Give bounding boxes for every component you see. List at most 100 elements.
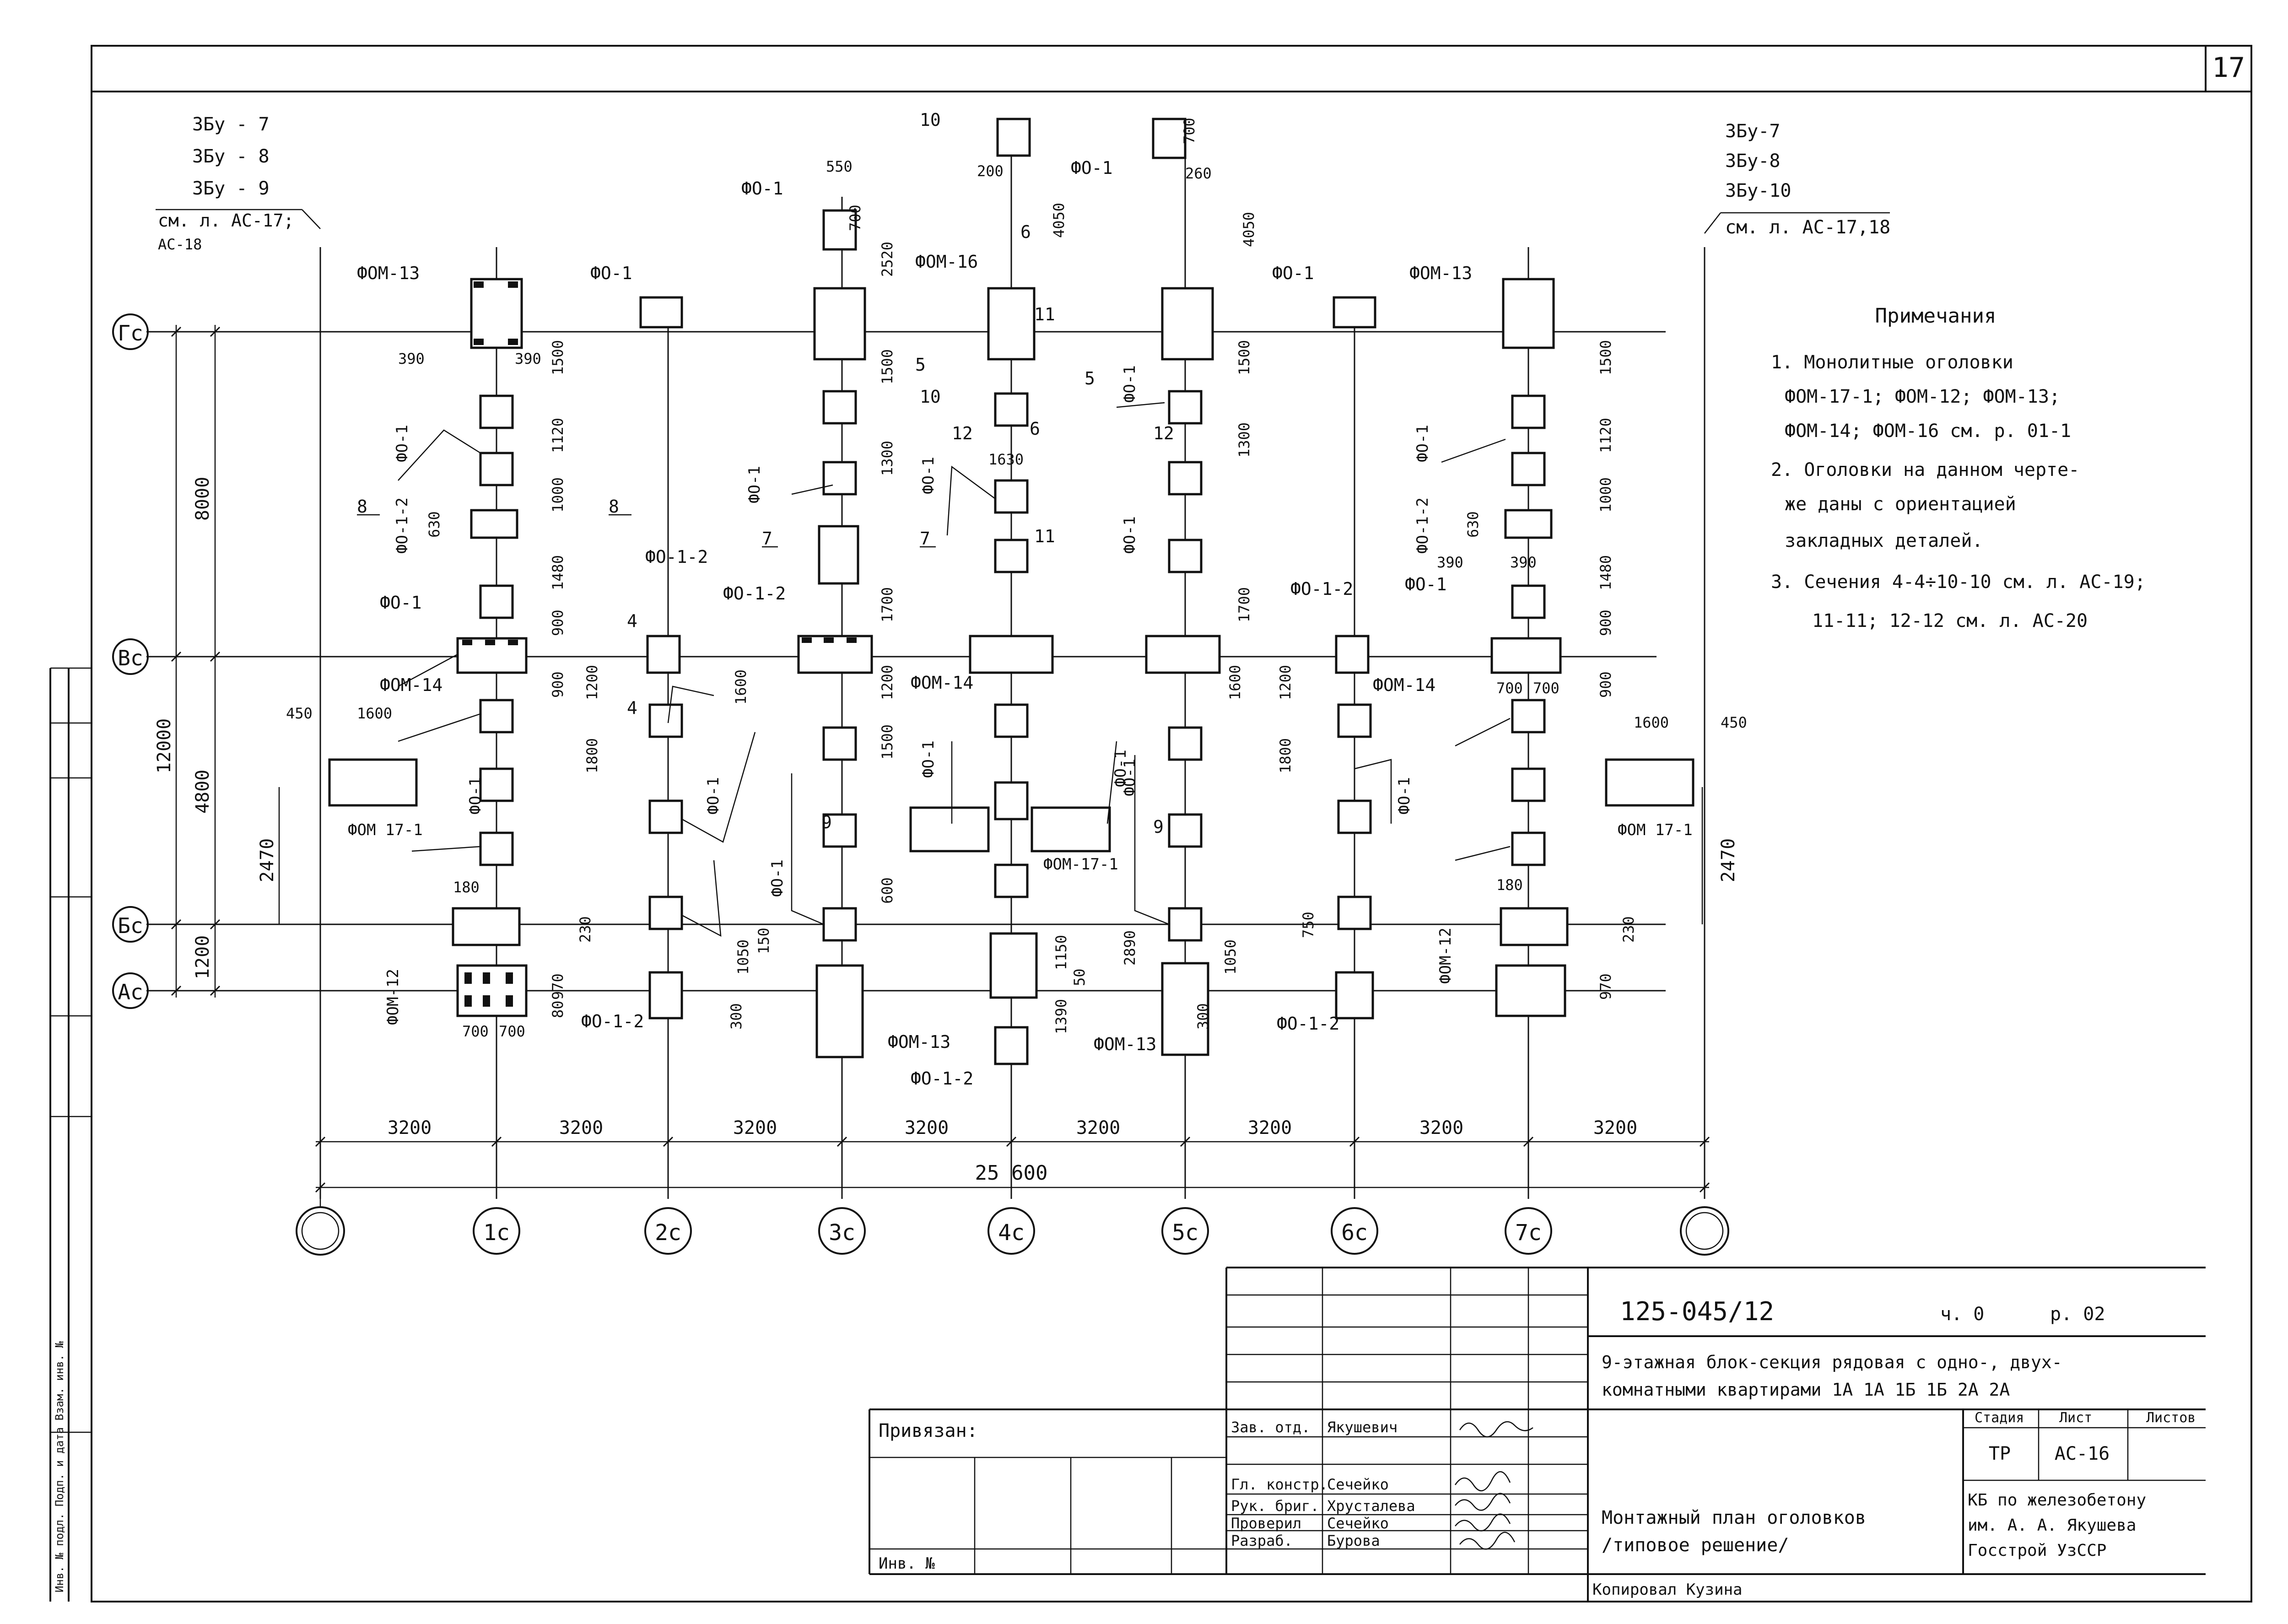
svg-text:7с: 7с	[1515, 1220, 1542, 1246]
svg-text:700: 700	[847, 205, 864, 231]
signature	[1455, 1513, 1511, 1532]
svg-text:970: 970	[1597, 973, 1614, 1000]
svg-text:630: 630	[1464, 511, 1482, 538]
svg-text:ФОМ-13: ФОМ-13	[1409, 263, 1472, 283]
svg-text:ФО-1: ФО-1	[768, 859, 787, 897]
svg-text:3Бу-10: 3Бу-10	[1725, 180, 1792, 201]
svg-text:1с: 1с	[483, 1220, 510, 1246]
svg-text:1500: 1500	[549, 340, 567, 375]
left-row-dimensions: 12000 8000 4800 1200 2470 2470	[154, 325, 1739, 998]
svg-text:1700: 1700	[879, 587, 896, 622]
plan-labels: ФОМ-13 ФО-1 ФОМ-16 ФО-1 ФО-1 ФО-1 ФОМ-13…	[348, 110, 1693, 1089]
sheet-header: Лист	[2059, 1410, 2092, 1426]
axis-bubble-row-b: Бс	[112, 906, 149, 943]
doc-part: ч. 0	[1940, 1304, 1984, 1325]
svg-text:1390: 1390	[1052, 999, 1070, 1034]
svg-text:ФО-1: ФО-1	[1121, 365, 1139, 403]
svg-text:390: 390	[1437, 554, 1463, 571]
svg-text:2890: 2890	[1121, 930, 1139, 966]
side-stamp-text: Инв. № подл. Подп. и дата Взам. инв. №	[53, 1341, 66, 1592]
svg-text:11: 11	[1034, 304, 1055, 324]
plan-dimension-values: 550 700 700 200 260 4050 4050 2520 1500 …	[286, 118, 1747, 1040]
svg-text:1200: 1200	[192, 935, 213, 979]
svg-text:ФО-1-2: ФО-1-2	[911, 1068, 973, 1089]
svg-text:1500: 1500	[879, 724, 896, 760]
axis-bubble-col-4c: 4с	[988, 1207, 1035, 1255]
signature	[1455, 1493, 1511, 1511]
svg-text:1500: 1500	[1236, 340, 1253, 375]
svg-text:700: 700	[1181, 118, 1198, 144]
sheet-number-box	[2205, 45, 2252, 92]
svg-text:8000: 8000	[192, 477, 213, 521]
svg-text:2520: 2520	[879, 242, 896, 277]
svg-text:3Бу - 8: 3Бу - 8	[192, 146, 270, 167]
svg-text:180: 180	[453, 879, 480, 896]
svg-text:Гс: Гс	[118, 321, 143, 345]
svg-text:900: 900	[1597, 610, 1614, 636]
axis-bubble-row-v: Вс	[112, 638, 149, 675]
svg-text:5: 5	[1085, 368, 1095, 388]
svg-text:12: 12	[952, 423, 973, 443]
span-dim: 3200	[1248, 1117, 1292, 1138]
svg-text:1120: 1120	[549, 418, 567, 453]
axis-bubble-col-left	[296, 1199, 345, 1256]
svg-text:1200: 1200	[1277, 665, 1294, 700]
fo1-head	[479, 767, 514, 802]
axis-bubble-col-7c: 7с	[1505, 1207, 1552, 1255]
svg-text:900: 900	[549, 610, 567, 636]
doc-code: 125-045/12	[1620, 1297, 1774, 1327]
svg-text:8: 8	[357, 496, 367, 517]
row-axis-markers: Гс Вс Бс Ас	[112, 313, 149, 1009]
name-1: Якушевич	[1327, 1419, 1398, 1436]
svg-text:2470: 2470	[1718, 838, 1739, 882]
svg-text:1600: 1600	[1226, 665, 1244, 700]
doc-section: р. 02	[2050, 1304, 2105, 1325]
fo1-head	[479, 452, 514, 486]
note-line: 2. Оголовки на данном черте-	[1771, 459, 2079, 480]
axis-bubble-col-2c: 2с	[644, 1207, 692, 1255]
sheet-number: 17	[2212, 52, 2245, 84]
svg-text:1150: 1150	[1052, 935, 1070, 970]
span-dim: 3200	[905, 1117, 949, 1138]
svg-text:1600: 1600	[1634, 714, 1669, 731]
fo12-head	[470, 509, 518, 539]
leaders	[398, 402, 1511, 937]
svg-text:7: 7	[920, 529, 930, 549]
fo1-head	[479, 831, 514, 866]
bottom-dimensions: 3200 3200 3200 3200 3200 3200 3200 3200 …	[315, 1117, 1710, 1193]
axis-bubble-col-right	[1680, 1206, 1729, 1256]
axis-bubble-col-5c: 5с	[1161, 1207, 1209, 1255]
svg-text:4800: 4800	[192, 770, 213, 814]
svg-text:ФО-1: ФО-1	[1112, 750, 1130, 787]
svg-text:ФО-1: ФО-1	[919, 740, 938, 778]
span-dim: 3200	[559, 1117, 603, 1138]
svg-text:1300: 1300	[1236, 422, 1253, 458]
drawing-title-2: /типовое решение/	[1602, 1535, 1789, 1556]
svg-text:12: 12	[1153, 423, 1174, 443]
svg-text:4: 4	[627, 611, 637, 631]
svg-text:5с: 5с	[1172, 1220, 1198, 1246]
role-5: Разраб.	[1231, 1532, 1293, 1549]
svg-text:ФОМ-13: ФОМ-13	[1094, 1034, 1156, 1054]
org-line-2: им. А. А. Якушева	[1968, 1516, 2136, 1535]
svg-text:450: 450	[1721, 714, 1747, 731]
svg-text:6: 6	[1020, 222, 1031, 242]
name-4: Сечейко	[1327, 1515, 1389, 1532]
svg-text:1500: 1500	[1597, 340, 1614, 375]
fo1-top	[639, 296, 683, 329]
svg-text:80: 80	[549, 1000, 567, 1018]
svg-text:900: 900	[549, 671, 567, 698]
svg-text:ФО-1-2: ФО-1-2	[1414, 497, 1432, 554]
svg-text:450: 450	[286, 705, 313, 722]
svg-text:1800: 1800	[583, 738, 601, 773]
name-3: Хрусталева	[1327, 1497, 1415, 1515]
svg-text:11: 11	[1034, 526, 1055, 546]
svg-text:970: 970	[549, 973, 567, 1000]
svg-text:630: 630	[426, 511, 443, 538]
total-dim: 25 600	[975, 1161, 1048, 1185]
column-heads	[328, 118, 1694, 1065]
svg-text:6с: 6с	[1341, 1220, 1368, 1246]
svg-text:6: 6	[1030, 419, 1040, 439]
svg-text:300: 300	[728, 1003, 745, 1030]
